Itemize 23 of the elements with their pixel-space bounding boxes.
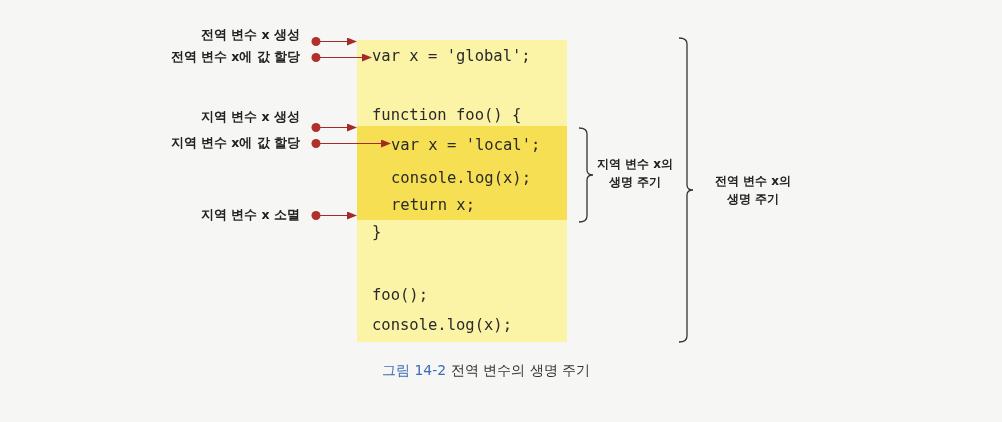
code-line: console.log(x);: [372, 315, 512, 335]
annotation-label: 지역 변수 x 소멸: [200, 207, 300, 224]
arrow: [311, 53, 372, 62]
code-line: console.log(x);: [391, 168, 531, 188]
annotation-label: 전역 변수 x 생성: [200, 27, 300, 44]
annotation-label: 지역 변수 x에 값 할당: [170, 135, 300, 152]
code-line: var x = 'global';: [372, 46, 531, 66]
brace-label: 전역 변수 x의 생명 주기: [713, 173, 793, 208]
code-line: foo();: [372, 285, 428, 305]
arrow: [311, 139, 391, 148]
highlight-band: [357, 126, 567, 220]
code-line: function foo() {: [372, 105, 522, 125]
code-panel: [357, 40, 567, 342]
arrow: [311, 211, 357, 220]
annotation-label: 지역 변수 x 생성: [200, 109, 300, 126]
arrow: [311, 37, 357, 46]
figure-caption: 그림 14-2 전역 변수의 생명 주기: [382, 362, 591, 380]
code-line: }: [372, 222, 382, 242]
arrow: [311, 123, 357, 132]
code-line: return x;: [391, 195, 475, 215]
code-line: var x = 'local';: [391, 135, 541, 155]
annotation-label: 전역 변수 x에 값 할당: [170, 49, 300, 66]
brace-label: 지역 변수 x의 생명 주기: [595, 156, 675, 191]
